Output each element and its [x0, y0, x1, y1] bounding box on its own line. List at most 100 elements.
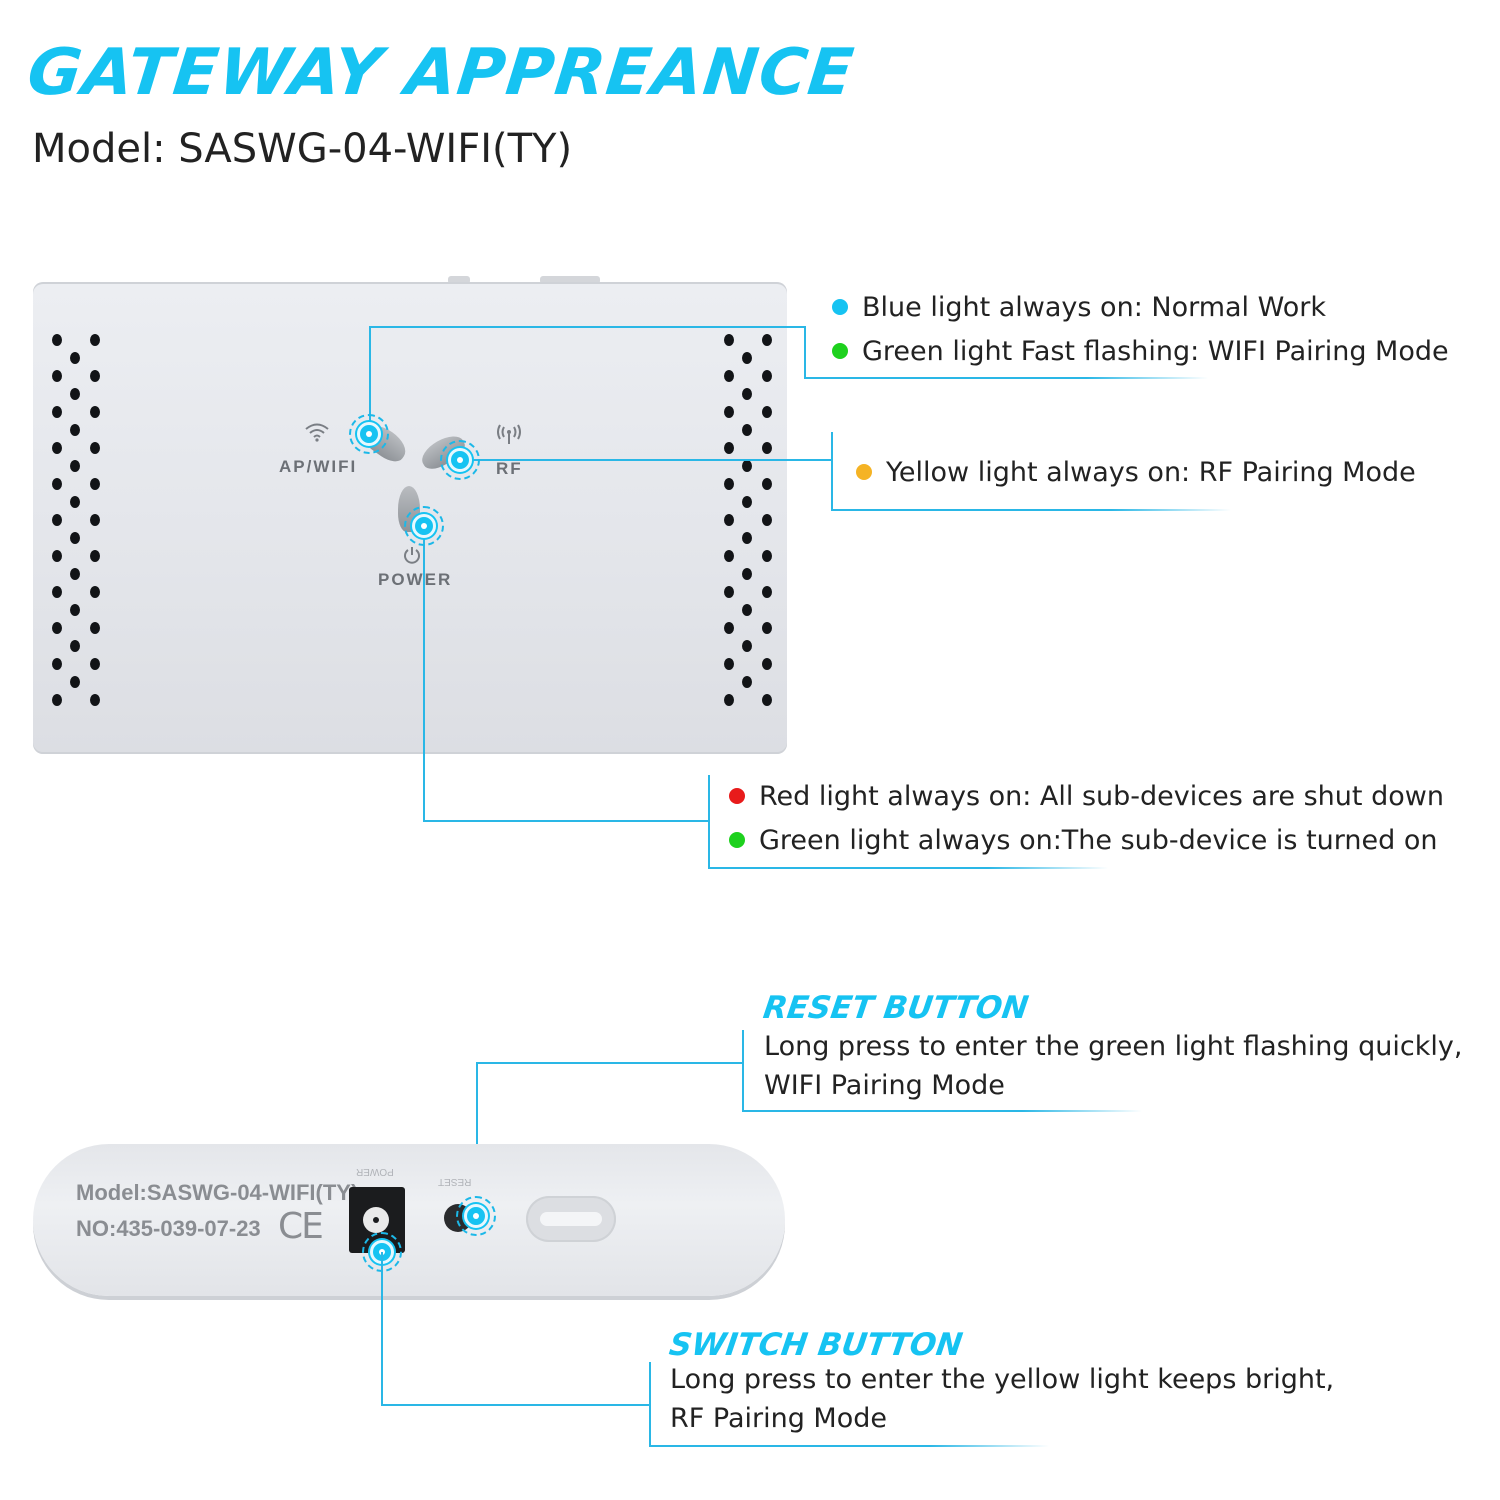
green-light-dot	[832, 343, 848, 359]
power-label: POWER	[378, 570, 453, 589]
vent-hole	[90, 406, 100, 418]
callout-underline	[804, 377, 1208, 379]
side-model-text: Model:SASWG-04-WIFI(TY)	[76, 1180, 359, 1205]
legend-text: Green light always on:The sub-device is …	[759, 824, 1438, 856]
vent-hole	[742, 460, 752, 472]
reset-description-line1: Long press to enter the green light flas…	[764, 1031, 1463, 1062]
vent-hole	[724, 658, 734, 670]
power-jack[interactable]	[349, 1187, 405, 1253]
vent-hole	[52, 694, 62, 706]
vent-hole	[762, 370, 772, 382]
callout-line	[460, 459, 832, 461]
vent-hole	[90, 550, 100, 562]
page-title: GATEWAY APPREANCE	[24, 36, 858, 110]
vent-hole	[762, 694, 772, 706]
ce-mark: CE	[278, 1206, 324, 1247]
vent-hole	[724, 442, 734, 454]
vent-hole	[52, 442, 62, 454]
callout-underline	[649, 1445, 1049, 1447]
vent-hole	[762, 658, 772, 670]
vent-hole	[762, 478, 772, 490]
ap-wifi-label: AP/WIFI	[279, 457, 358, 476]
legend-item: Blue light always on: Normal Work	[832, 288, 1449, 326]
legend-text: Red light always on: All sub-devices are…	[759, 780, 1444, 812]
device-top-tab	[448, 276, 470, 284]
vent-hole	[52, 550, 62, 562]
rf-led-marker	[440, 440, 480, 480]
vent-hole	[742, 532, 752, 544]
vent-hole	[70, 460, 80, 472]
vent-hole	[70, 352, 80, 364]
power-port-label: POWER	[356, 1166, 394, 1177]
switch-description-line2: RF Pairing Mode	[670, 1403, 887, 1434]
vent-hole	[90, 370, 100, 382]
reset-description-line2: WIFI Pairing Mode	[764, 1070, 1005, 1101]
rf-label: RF	[496, 459, 523, 478]
vent-hole	[52, 334, 62, 346]
vent-hole	[90, 442, 100, 454]
vent-hole	[70, 676, 80, 688]
callout-line	[423, 820, 709, 822]
callout-line	[369, 326, 371, 434]
power-legend: Red light always on: All sub-devices are…	[729, 777, 1444, 859]
vent-hole	[724, 586, 734, 598]
vent-hole	[762, 334, 772, 346]
vent-hole	[90, 586, 100, 598]
vent-hole	[742, 496, 752, 508]
model-subtitle: Model: SASWG-04-WIFI(TY)	[32, 126, 573, 172]
vent-hole	[724, 550, 734, 562]
vent-hole	[724, 514, 734, 526]
vent-hole	[742, 640, 752, 652]
legend-item: Green light always on:The sub-device is …	[729, 821, 1444, 859]
vent-hole	[762, 514, 772, 526]
vent-hole	[742, 352, 752, 364]
vent-hole	[762, 622, 772, 634]
vent-hole	[724, 622, 734, 634]
reset-port-label: RESET	[438, 1176, 472, 1187]
usb-port[interactable]	[526, 1196, 616, 1242]
callout-line	[742, 1030, 744, 1112]
yellow-light-dot	[856, 464, 872, 480]
vent-hole	[762, 550, 772, 562]
vent-hole	[724, 370, 734, 382]
vent-hole	[742, 568, 752, 580]
callout-line	[476, 1062, 478, 1216]
wifi-icon	[304, 422, 330, 447]
callout-line	[804, 326, 806, 378]
vent-hole	[70, 640, 80, 652]
callout-line	[649, 1362, 651, 1446]
power-led-marker	[404, 506, 444, 546]
vent-hole	[52, 514, 62, 526]
vent-hole	[52, 622, 62, 634]
vent-hole	[90, 514, 100, 526]
side-number-text: NO:435-039-07-23	[76, 1216, 261, 1241]
wifi-led-marker	[349, 414, 389, 454]
vent-hole	[52, 658, 62, 670]
callout-line	[369, 326, 805, 328]
vent-hole	[742, 604, 752, 616]
wifi-legend: Blue light always on: Normal Work Green …	[832, 288, 1449, 370]
callout-underline	[708, 867, 1108, 869]
legend-text: Blue light always on: Normal Work	[862, 291, 1327, 323]
vent-hole	[724, 694, 734, 706]
callout-line	[381, 1404, 651, 1406]
vent-hole	[52, 406, 62, 418]
vent-hole	[52, 370, 62, 382]
vent-hole	[724, 478, 734, 490]
callout-line	[831, 432, 833, 510]
switch-description-line1: Long press to enter the yellow light kee…	[670, 1364, 1335, 1395]
vent-hole	[70, 388, 80, 400]
callout-underline	[742, 1110, 1142, 1112]
vent-hole	[52, 586, 62, 598]
legend-item: Green light Fast flashing: WIFI Pairing …	[832, 332, 1449, 370]
vent-hole	[70, 604, 80, 616]
rf-legend: Yellow light always on: RF Pairing Mode	[856, 453, 1416, 491]
callout-line	[476, 1062, 744, 1064]
legend-item: Yellow light always on: RF Pairing Mode	[856, 453, 1416, 491]
vent-hole	[90, 478, 100, 490]
vent-hole	[724, 334, 734, 346]
green-light-dot	[729, 832, 745, 848]
reset-button-title: RESET BUTTON	[760, 990, 1031, 1026]
vent-hole	[724, 406, 734, 418]
vent-hole	[762, 406, 772, 418]
